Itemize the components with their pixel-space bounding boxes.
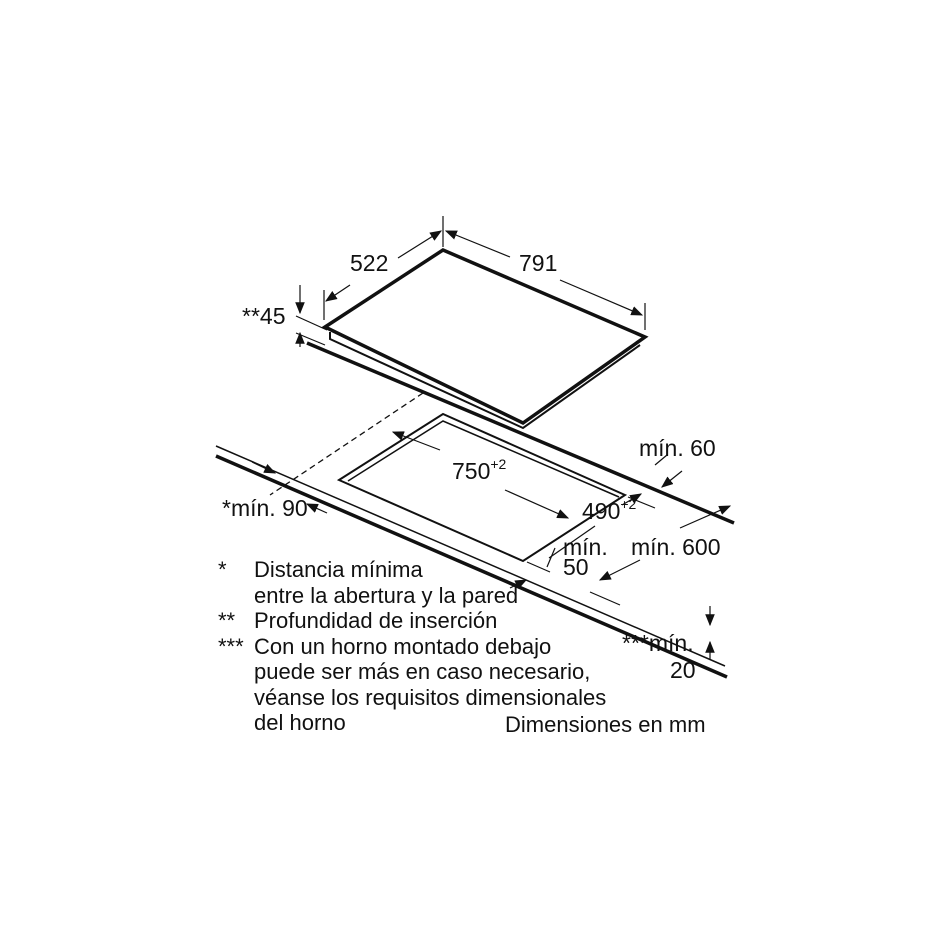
dim-min-counter: mín. 600 <box>631 534 721 560</box>
dim-min-thickness-value: 20 <box>670 657 696 683</box>
dim-min-thickness-label: ***mín. <box>622 630 694 656</box>
counter-front-edge <box>215 454 728 679</box>
dim-cutout-depth: 490+2 <box>582 497 636 524</box>
dim-hob-width: 791 <box>519 250 558 276</box>
hob-top <box>321 248 649 426</box>
wall-dashed <box>269 392 424 496</box>
dim-min-wall: *mín. 90 <box>222 495 308 521</box>
dim-min-front-value: 50 <box>563 554 589 580</box>
dim-min-back: mín. 60 <box>639 435 716 461</box>
cutout-inner <box>347 420 620 498</box>
dim-hob-depth: 522 <box>350 250 389 276</box>
legend-item-cont: entre la abertura y la pared <box>254 582 519 608</box>
dim-min-front-label: mín. <box>563 534 608 560</box>
legend-item: *Distancia mínima <box>218 557 423 582</box>
dim-insertion-depth: **45 <box>242 303 286 329</box>
dim-cutout-width: 750+2 <box>452 457 506 484</box>
cutout-width-tolerance: +2 <box>490 456 507 472</box>
cutout-outer <box>336 412 628 563</box>
cutout-width-value: 750 <box>452 458 491 484</box>
legend-item: ***Con un horno montado debajo <box>218 633 552 659</box>
hob-edge <box>329 332 641 430</box>
counter-front-top <box>215 445 726 667</box>
counter-back-line <box>306 341 735 525</box>
cutout-depth-value: 490 <box>582 498 621 524</box>
units-note: Dimensiones en mm <box>505 712 706 737</box>
legend: *Distancia mínima entre la abertura y la… <box>218 557 607 735</box>
legend-item: **Profundidad de inserción <box>218 608 498 633</box>
cutout-depth-tolerance: +2 <box>620 496 637 512</box>
